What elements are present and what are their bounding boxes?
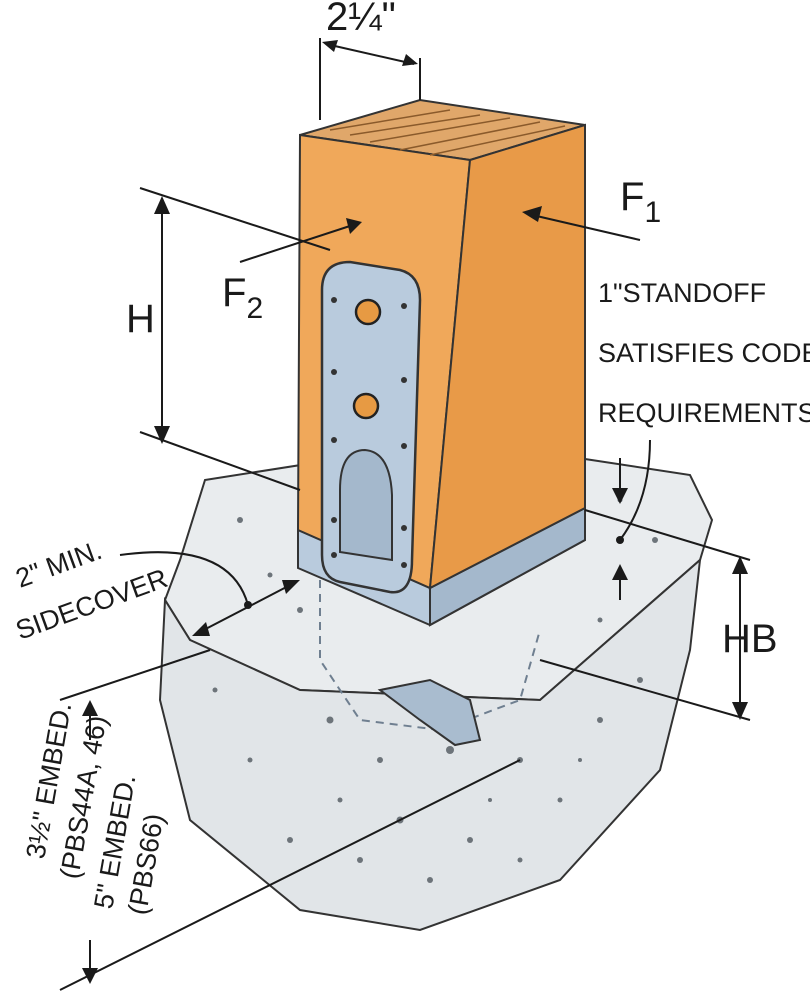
force-f1-label: F1 <box>620 175 661 229</box>
standoff-note-line2: SATISFIES CODE <box>598 338 810 368</box>
embedded-strap <box>319 580 541 747</box>
strap-slot <box>339 448 393 562</box>
force-f2-subscript: 2 <box>246 292 263 325</box>
bolt-hole-lower <box>352 392 380 420</box>
sidecover-note-line1: 2" MIN. <box>12 535 106 594</box>
force-f2-label: F2 <box>222 271 263 325</box>
bolt-hole-upper <box>354 298 382 326</box>
force-f1-main: F <box>620 175 644 219</box>
width-dimension-label: 2¼" <box>326 0 396 39</box>
embed-dimension <box>59 649 521 991</box>
wood-grain <box>329 109 566 156</box>
metal-strap <box>320 260 422 594</box>
width-dimension <box>319 38 421 120</box>
standoff-note-line3: REQUIREMENTS <box>598 398 810 428</box>
force-f1-subscript: 1 <box>644 196 661 229</box>
force-f2-main: F <box>222 271 246 315</box>
standoff-note-line1: 1"STANDOFF <box>598 278 766 308</box>
hb-dimension <box>539 509 751 721</box>
post-side-face <box>428 123 586 590</box>
concrete-side-face <box>158 557 702 932</box>
height-label: H <box>126 297 155 341</box>
hb-label: HB <box>722 617 778 661</box>
force-f1-arrow <box>522 206 641 241</box>
height-dimension <box>139 187 331 491</box>
nail-holes <box>331 297 407 568</box>
sidecover-callout <box>119 551 300 636</box>
standoff-callout <box>612 439 651 600</box>
embedded-hook <box>377 678 482 747</box>
force-f2-arrow <box>239 218 362 263</box>
